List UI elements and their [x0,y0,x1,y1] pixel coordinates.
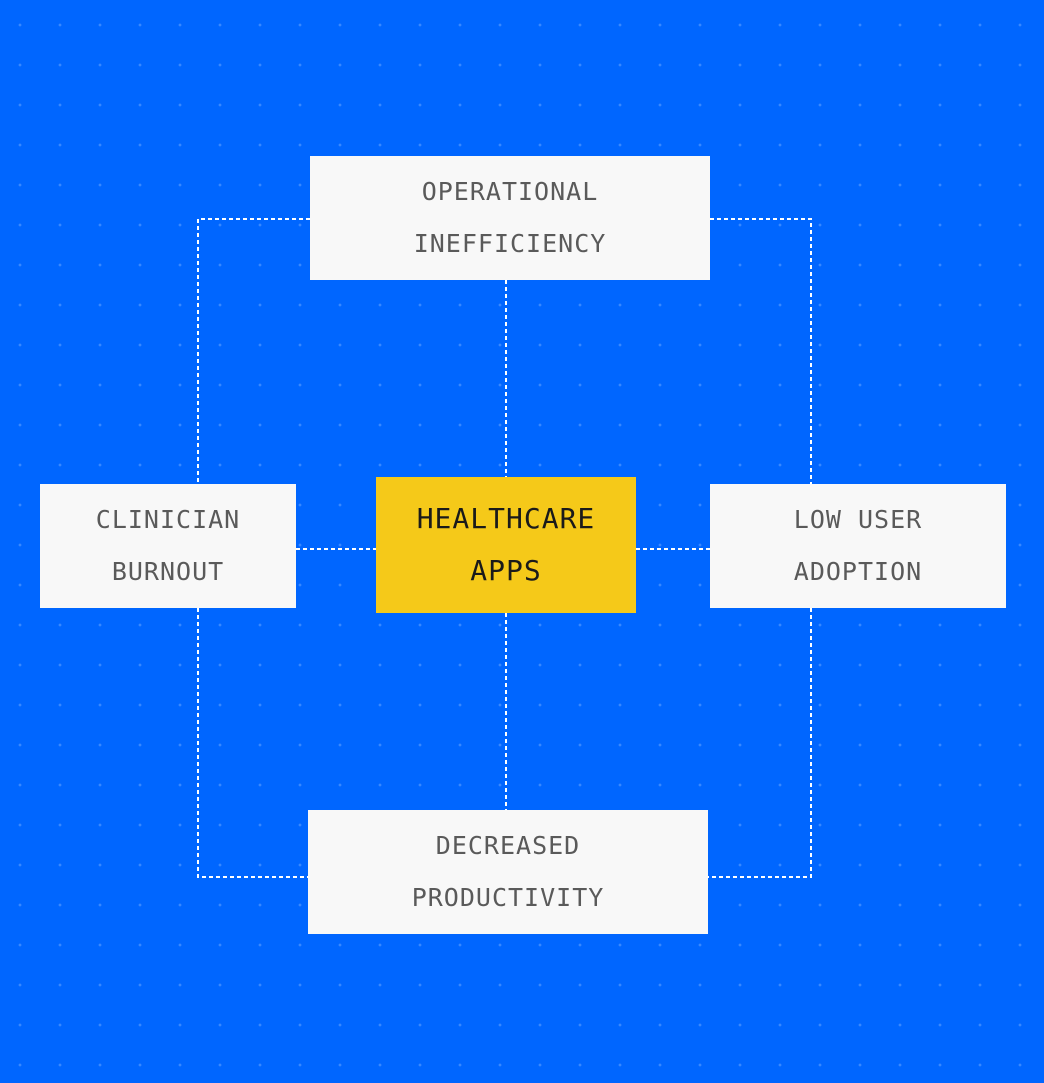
node-clinician-burnout: CLINICIAN BURNOUT [40,484,296,608]
node-label-line: PRODUCTIVITY [411,883,605,912]
node-decreased-productivity: DECREASED PRODUCTIVITY [308,810,708,934]
node-low-user-adoption: LOW USER ADOPTION [710,484,1006,608]
node-label-line: LOW USER [793,505,923,534]
connector-bottom-right [708,608,812,878]
node-label-line: ADOPTION [793,557,923,586]
connector-top-left [197,218,310,484]
node-label-line: DECREASED [435,831,581,860]
node-label-line: CLINICIAN [95,505,241,534]
node-operational-inefficiency: OPERATIONAL INEFFICIENCY [310,156,710,280]
connector-top-right [710,218,812,484]
node-label-line: HEALTHCARE [416,502,596,535]
node-label-line: OPERATIONAL [421,177,599,206]
node-healthcare-apps: HEALTHCARE APPS [376,477,636,613]
node-label-line: BURNOUT [111,557,225,586]
connector-bottom-left [197,608,308,878]
node-label-line: INEFFICIENCY [413,229,607,258]
node-label-line: APPS [470,554,542,587]
